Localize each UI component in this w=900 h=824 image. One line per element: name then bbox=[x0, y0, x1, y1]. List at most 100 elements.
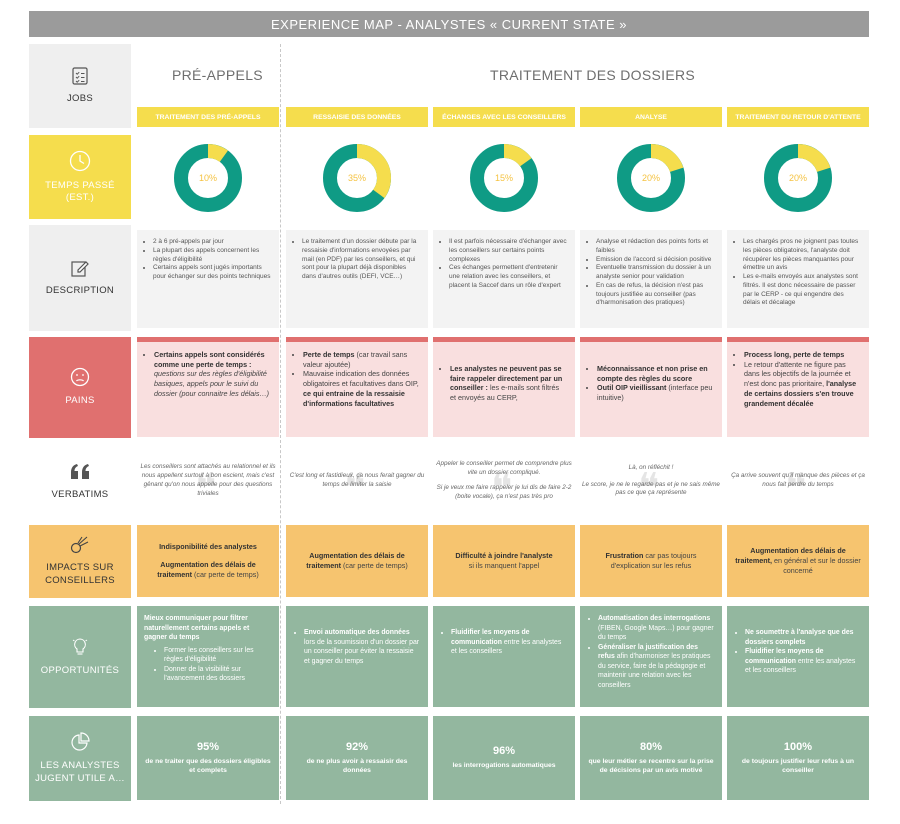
pain-italic: questions sur des règles d'éligibilité b… bbox=[154, 369, 270, 398]
stat-cell: 95% de ne traiter que des dossiers éligi… bbox=[137, 716, 279, 800]
lightbulb-icon bbox=[72, 638, 88, 655]
verbatim-cell: ❝ Là, on réfléchit ! Le score, je ne le … bbox=[580, 446, 722, 516]
description-item: Emission de l'accord si décision positiv… bbox=[596, 256, 714, 265]
opportunity-text: entre les analystes et les conseillers bbox=[745, 657, 856, 675]
description-item: Analyse et rédaction des points forts et… bbox=[596, 238, 714, 256]
opportunity-item: Ne soumettre à l'analyse que des dossier… bbox=[745, 628, 861, 647]
impact-cell: Difficulté à joindre l'analyste si ils m… bbox=[433, 525, 575, 597]
time-donut-chart: 10% bbox=[174, 144, 242, 212]
quote-mark-icon: ❝ bbox=[344, 465, 366, 511]
description-item: Les chargés pros ne joignent pas toutes … bbox=[743, 238, 861, 273]
pain-bold: Méconnaissance et non prise en compte de… bbox=[597, 364, 708, 383]
label-pains: PAINS bbox=[65, 395, 95, 407]
opportunity-bold: Ne soumettre à l'analyse que des dossier… bbox=[745, 629, 854, 646]
opportunity-text: afin d'harmoniser les pratiques du servi… bbox=[598, 653, 711, 689]
pain-cell: Perte de temps (car travail sans valeur … bbox=[286, 337, 428, 437]
opportunity-cell: Automatisation des interrogations (FIBEN… bbox=[580, 606, 722, 707]
time-donut-chart: 20% bbox=[764, 144, 832, 212]
pain-item: Certains appels sont considérés comme un… bbox=[154, 350, 271, 399]
opportunity-text: lors de la soumission d'un dossier par u… bbox=[304, 638, 420, 665]
stat-text: de ne plus avoir à ressaisir des données bbox=[306, 757, 408, 774]
donut-segment bbox=[470, 144, 538, 212]
impact-bold: Frustration bbox=[605, 550, 644, 560]
label-verbatims: VERBATIMS bbox=[51, 488, 109, 500]
pain-text: (interface peu intuitive) bbox=[597, 383, 713, 403]
label-jobs: JOBS bbox=[66, 92, 93, 104]
quote-mark-icon: ❝ bbox=[195, 465, 217, 511]
opportunity-bold: Automatisation des interrogations bbox=[598, 615, 711, 622]
opportunity-bold: Mieux communiquer pour filtrer naturelle… bbox=[144, 615, 250, 642]
row-label-impacts: IMPACTS SUR CONSEILLERS bbox=[29, 525, 131, 598]
pain-bold: Outil OIP vieillissant bbox=[597, 383, 667, 393]
pain-bold: ce qui entraine de la ressaisie d'inform… bbox=[303, 388, 405, 408]
pain-item: Méconnaissance et non prise en compte de… bbox=[597, 364, 714, 383]
pie-chart-icon bbox=[71, 732, 90, 751]
impact-text: si ils manquent l'appel bbox=[468, 561, 540, 570]
clock-icon bbox=[69, 150, 91, 171]
impact-text: (car perte de temps) bbox=[341, 561, 408, 570]
opportunity-text: entre les analystes et les conseillers bbox=[451, 638, 562, 656]
label-description: DESCRIPTION bbox=[45, 284, 115, 296]
description-item: Le traitement d'un dossier débute par la… bbox=[302, 238, 420, 282]
impact-cell: Augmentation des délais de traitement, e… bbox=[727, 525, 869, 597]
verbatim-text: Ça arrive souvent qu'il manque des pièce… bbox=[731, 472, 865, 488]
description-cell: Le traitement d'un dossier débute par la… bbox=[286, 230, 428, 328]
checklist-icon bbox=[72, 67, 88, 85]
comet-icon bbox=[70, 536, 89, 554]
verbatim-text: Appeler le conseiller permet de comprend… bbox=[436, 460, 572, 477]
verbatim-text: Là, on réfléchit ! bbox=[628, 463, 674, 471]
description-cell: Il est parfois nécessaire d'échanger ave… bbox=[433, 230, 575, 328]
pain-bold: Les analystes ne peuvent pas se faire ra… bbox=[450, 364, 563, 393]
section-pre-appels: PRÉ-APPELS bbox=[172, 67, 263, 83]
job-header: RESSAISIE DES DONNÉES bbox=[286, 107, 428, 127]
stat-cell: 96% les interrogations automatiques bbox=[433, 716, 575, 800]
opportunity-cell: Mieux communiquer pour filtrer naturelle… bbox=[137, 606, 279, 707]
verbatim-cell: ❝ C'est long et fastidieux, ça nous fera… bbox=[286, 446, 428, 516]
impact-text: en général et sur le dossier concerné bbox=[772, 555, 861, 576]
stat-text: les interrogations automatiques bbox=[452, 762, 556, 770]
time-donut-chart: 15% bbox=[470, 144, 538, 212]
section-divider bbox=[280, 44, 281, 804]
donut-label: 10% bbox=[199, 173, 217, 183]
description-item: La plupart des appels concernent les règ… bbox=[153, 247, 271, 265]
row-label-opportunites: OPPORTUNITÉS bbox=[29, 606, 131, 708]
label-opportunites: OPPORTUNITÉS bbox=[40, 664, 120, 676]
pain-item: Les analystes ne peuvent pas se faire ra… bbox=[450, 364, 567, 403]
description-cell: 2 à 6 pré-appels par jour La plupart des… bbox=[137, 230, 279, 328]
pain-item: Mauvaise indication des données obligato… bbox=[303, 369, 420, 408]
opportunity-item: Former les conseillers sur les règles d'… bbox=[164, 646, 271, 665]
stat-percentage: 95% bbox=[196, 740, 220, 753]
description-item: Eventuelle transmission du dossier à un … bbox=[596, 264, 714, 282]
stat-percentage: 96% bbox=[492, 745, 516, 758]
verbatim-text: Si je veux me faire rappeler je lui dis … bbox=[436, 484, 572, 500]
pain-bold: l'analyse de certains dossiers s'en trou… bbox=[744, 379, 857, 408]
opportunity-item: Fluidifier les moyens de communication e… bbox=[745, 647, 861, 676]
description-item: Certains appels sont jugés importants po… bbox=[153, 264, 271, 282]
time-donut-chart: 35% bbox=[323, 144, 391, 212]
label-temps-line1: TEMPS PASSÉ bbox=[45, 179, 115, 191]
pain-bold: Certains appels sont considérés comme un… bbox=[154, 350, 265, 369]
stat-cell: 92% de ne plus avoir à ressaisir des don… bbox=[286, 716, 428, 800]
description-item: Les e-mails envoyés aux analystes sont f… bbox=[743, 273, 861, 308]
job-header: ÉCHANGES AVEC LES CONSEILLERS bbox=[433, 107, 575, 127]
impact-text: car pas toujours d'explication sur les r… bbox=[610, 550, 697, 570]
stat-percentage: 100% bbox=[783, 740, 813, 753]
stat-percentage: 92% bbox=[345, 740, 369, 753]
stat-text: de ne traiter que des dossiers éligibles… bbox=[145, 757, 271, 774]
description-item: 2 à 6 pré-appels par jour bbox=[153, 238, 271, 247]
description-item: En cas de refus, la décision n'est pas t… bbox=[596, 282, 714, 308]
impact-bold: Difficulté à joindre l'analyste bbox=[455, 550, 553, 560]
donut-segment bbox=[174, 144, 242, 212]
opportunity-bold: Fluidifier les moyens de communication bbox=[745, 648, 824, 665]
row-label-pains: PAINS bbox=[29, 337, 131, 438]
verbatim-cell: ❝ Appeler le conseiller permet de compre… bbox=[433, 446, 575, 516]
opportunity-item: Donner de la visibilité sur l'avancement… bbox=[164, 665, 271, 684]
impact-bold: Indisponibilité des analystes bbox=[159, 541, 257, 551]
pain-bold: Perte de temps bbox=[303, 350, 355, 359]
impact-bold: Augmentation des délais de traitement bbox=[306, 550, 405, 570]
pain-text: (car travail sans valeur ajoutée) bbox=[303, 350, 408, 369]
opportunity-cell: Fluidifier les moyens de communication e… bbox=[433, 606, 575, 707]
section-traitement: TRAITEMENT DES DOSSIERS bbox=[490, 67, 696, 83]
time-donut: 20% bbox=[727, 140, 869, 216]
opportunity-text: (FIBEN, Google Maps…) pour gagner du tem… bbox=[598, 624, 714, 642]
